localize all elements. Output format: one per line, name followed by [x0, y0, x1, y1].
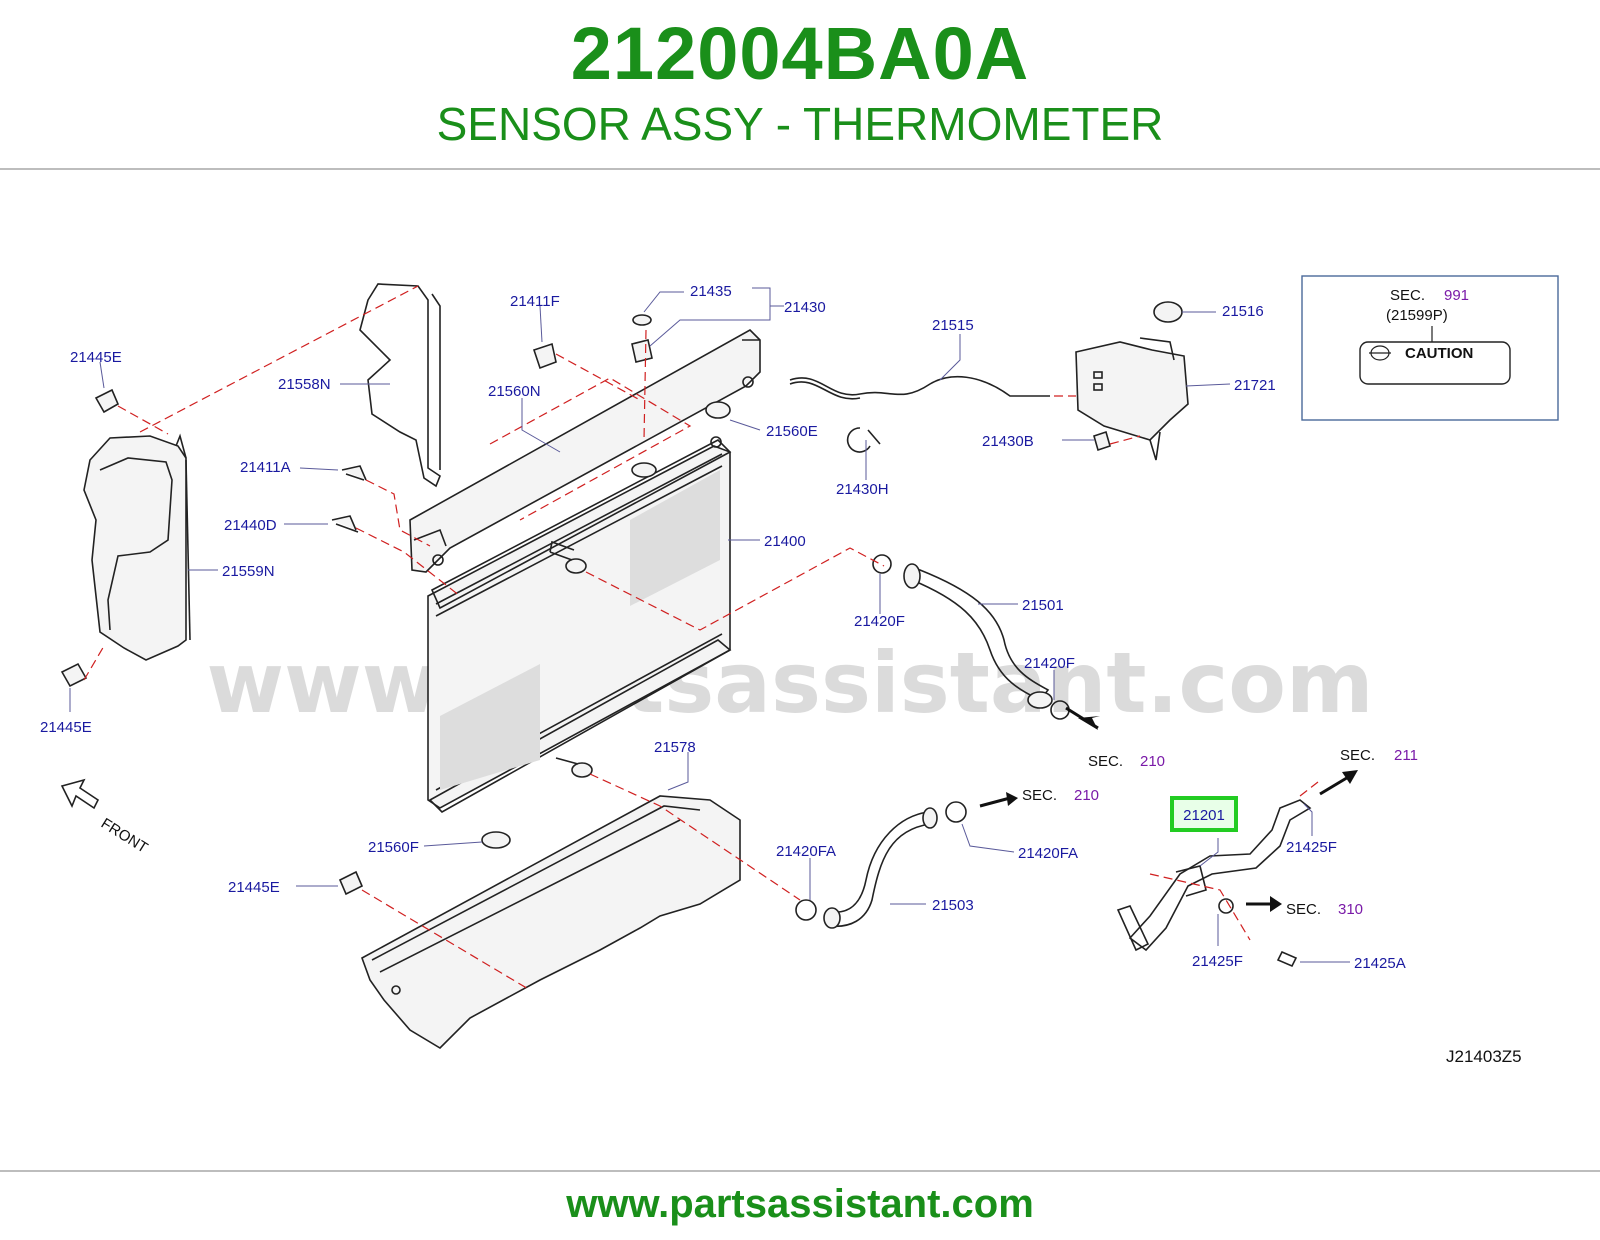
- part-label[interactable]: 21560E: [766, 423, 818, 440]
- caution-box-frame: [1301, 275, 1559, 421]
- part-label[interactable]: 21503: [932, 897, 974, 914]
- upper-mount-bracket-drawing: [409, 329, 761, 573]
- part-label[interactable]: 21425F: [1192, 953, 1243, 970]
- part-label[interactable]: 21420FA: [776, 843, 836, 860]
- part-label[interactable]: 21578: [654, 739, 696, 756]
- part-label[interactable]: 21430B: [982, 433, 1034, 450]
- watermark-text: www.partsassistant.com: [207, 634, 1374, 732]
- part-label[interactable]: 21558N: [278, 376, 331, 393]
- left-air-guide-drawing: [83, 433, 191, 661]
- part-label[interactable]: 21420F: [1024, 655, 1075, 672]
- sec-number[interactable]: 211: [1394, 747, 1418, 764]
- lower-hose-21503-drawing: [795, 801, 967, 929]
- part-label[interactable]: 21411F: [510, 293, 560, 310]
- part-label[interactable]: 21425A: [1354, 955, 1406, 972]
- footer-divider: [0, 1170, 1600, 1172]
- caution-label: CAUTION: [1405, 345, 1473, 362]
- sensor-assy-drawing: [1116, 799, 1312, 968]
- part-label[interactable]: 21560N: [488, 383, 541, 400]
- part-label[interactable]: 21430: [784, 299, 826, 316]
- caution-sec-number: 991: [1444, 287, 1469, 304]
- sec-label: SEC.: [1088, 753, 1123, 770]
- part-label[interactable]: 21721: [1234, 377, 1276, 394]
- sec-label: SEC.: [1022, 787, 1057, 804]
- footer-url[interactable]: www.partsassistant.com: [566, 1182, 1034, 1226]
- front-direction-arrow: FRONT: [60, 778, 151, 857]
- part-label[interactable]: 21420F: [854, 613, 905, 630]
- part-label[interactable]: 21516: [1222, 303, 1264, 320]
- part-label[interactable]: 21430H: [836, 481, 889, 498]
- sec-number[interactable]: 210: [1140, 753, 1165, 770]
- sec-number[interactable]: 310: [1338, 901, 1363, 918]
- highlighted-part-label[interactable]: 21201: [1183, 807, 1225, 824]
- part-label[interactable]: 21445E: [40, 719, 92, 736]
- part-labels: 21445E 21558N 21411F 21435 21430 21560N …: [40, 283, 1406, 972]
- sec-number[interactable]: 210: [1074, 787, 1099, 804]
- part-label[interactable]: 21445E: [70, 349, 122, 366]
- lower-hose-21501-drawing: [872, 554, 1070, 720]
- sec-arrows: [979, 706, 1358, 912]
- overflow-hose-drawing: [789, 375, 1050, 453]
- caution-box: SEC. 991 (21599P) CAUTION: [1301, 275, 1559, 421]
- header-divider: [0, 168, 1600, 170]
- part-label[interactable]: 21515: [932, 317, 974, 334]
- front-label: FRONT: [98, 815, 151, 857]
- part-label[interactable]: 21559N: [222, 563, 275, 580]
- part-label[interactable]: 21445E: [228, 879, 280, 896]
- highlight-box: [1170, 796, 1238, 832]
- assembly-dashed-lines: [83, 285, 1319, 991]
- part-label[interactable]: 21425F: [1286, 839, 1337, 856]
- part-number-title: 212004BA0A: [570, 12, 1030, 95]
- part-label[interactable]: 21501: [1022, 597, 1064, 614]
- sec-label: SEC.: [1340, 747, 1375, 764]
- sec-label: SEC.: [1286, 901, 1321, 918]
- diagram-reference-code: J21403Z5: [1446, 1047, 1522, 1066]
- leader-lines: [69, 287, 1350, 963]
- caution-label-plate: [1359, 341, 1511, 385]
- sec-callouts: SEC. 210 SEC. 210 SEC. 211 SEC. 310: [1022, 747, 1418, 918]
- part-description: SENSOR ASSY - THERMOMETER: [436, 98, 1164, 150]
- fasteners-drawing: [60, 314, 1111, 896]
- caution-sec-label: SEC.: [1390, 287, 1425, 304]
- part-label[interactable]: 21400: [764, 533, 806, 550]
- part-label[interactable]: 21560F: [368, 839, 419, 856]
- part-label[interactable]: 21435: [690, 283, 732, 300]
- upper-side-bracket-drawing: [359, 283, 441, 488]
- part-label[interactable]: 21440D: [224, 517, 277, 534]
- caution-part-ref: (21599P): [1386, 307, 1448, 324]
- reservoir-tank-drawing: [1075, 301, 1189, 461]
- lower-shroud-drawing: [361, 795, 741, 1050]
- part-label[interactable]: 21411A: [240, 459, 291, 476]
- radiator-core-drawing: [427, 436, 732, 813]
- page-header: 212004BA0A SENSOR ASSY - THERMOMETER: [0, 0, 1600, 168]
- part-label[interactable]: 21420FA: [1018, 845, 1078, 862]
